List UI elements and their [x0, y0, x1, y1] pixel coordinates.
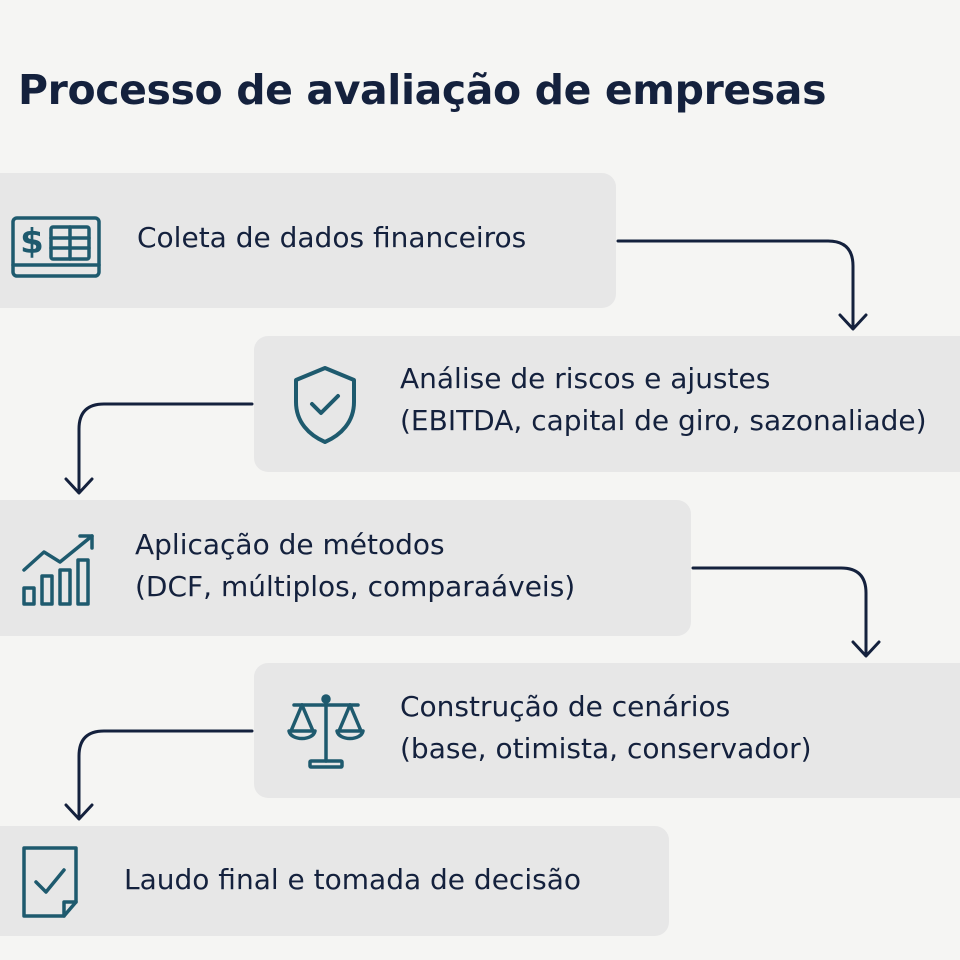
arrow-step4-to-step5 — [64, 729, 254, 821]
arrow-step2-to-step3 — [64, 402, 254, 495]
shield-check-icon — [290, 364, 360, 446]
document-check-icon — [20, 844, 86, 920]
balance-scale-icon — [286, 691, 366, 771]
arrow-step3-to-step4 — [691, 566, 881, 658]
step-subtitle: (DCF, múltiplos, comparaáveis) — [135, 570, 576, 603]
dollar-calculator-icon: $ — [10, 215, 102, 281]
step-subtitle: (EBITDA, capital de giro, sazonaliade) — [400, 404, 927, 437]
svg-text:$: $ — [20, 222, 44, 262]
step-title: Coleta de dados financeiros — [137, 221, 527, 254]
step-text: Construção de cenários (base, otimista, … — [400, 686, 812, 770]
step-text: Aplicação de métodos (DCF, múltiplos, co… — [135, 524, 575, 608]
step-title: Análise de riscos e ajustes — [400, 362, 771, 395]
step-text: Análise de riscos e ajustes (EBITDA, cap… — [400, 358, 927, 442]
step-text: Laudo final e tomada de decisão — [124, 859, 581, 901]
step-build-scenarios: Construção de cenários (base, otimista, … — [254, 663, 960, 798]
step-title: Aplicação de métodos — [135, 528, 445, 561]
page-title: Processo de avaliação de empresas — [18, 66, 827, 114]
step-risk-analysis: Análise de riscos e ajustes (EBITDA, cap… — [254, 336, 960, 472]
step-apply-methods: Aplicação de métodos (DCF, múltiplos, co… — [0, 500, 691, 636]
step-title: Laudo final e tomada de decisão — [124, 863, 581, 896]
step-title: Construção de cenários — [400, 690, 731, 723]
step-subtitle: (base, otimista, conservador) — [400, 732, 812, 765]
arrow-step1-to-step2 — [616, 239, 868, 331]
step-text: Coleta de dados financeiros — [137, 217, 526, 259]
step-final-report: Laudo final e tomada de decisão — [0, 826, 669, 936]
step-collect-financial-data: $ Coleta de dados financeiros — [0, 173, 616, 308]
growth-chart-icon — [20, 530, 100, 608]
